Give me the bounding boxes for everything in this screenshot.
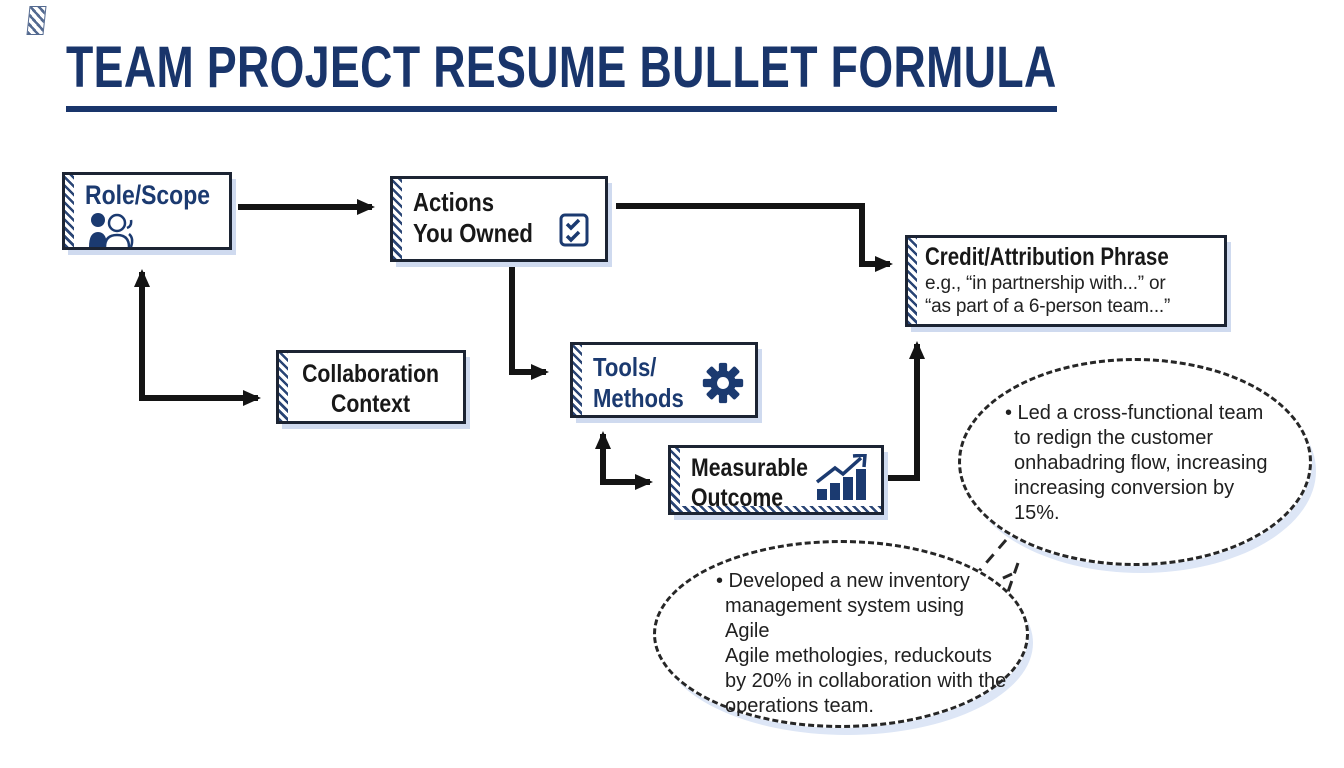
hatch-edge (65, 175, 74, 247)
hatch-edge (671, 506, 881, 512)
bubble-right-text: • Led a cross-functional team to redign … (1005, 402, 1268, 524)
people-icon (89, 213, 134, 248)
actions-label: Actions You Owned (413, 187, 533, 248)
arrow-role-collaboration-elbow (134, 269, 261, 406)
credit-example-2: “as part of a 6-person team...” (925, 296, 1171, 317)
box-tools-methods: Tools/ Methods (570, 342, 758, 418)
outcome-label: Measurable Outcome (691, 454, 808, 512)
box-role-scope: Role/Scope (62, 172, 232, 250)
credit-title: Credit/Attribution Phrase (925, 243, 1169, 271)
role-scope-label: Role/Scope (85, 180, 210, 210)
example-bullet-bubble-bottom: • Developed a new inventory management s… (653, 540, 1029, 728)
collaboration-label: Collaboration Context (302, 360, 440, 418)
example-bullet-bubble-right: • Led a cross-functional team to redign … (958, 358, 1312, 566)
arrow-actions-to-credit (616, 203, 893, 272)
hatch-edge (573, 345, 582, 415)
arrow-tools-outcome-elbow (595, 431, 653, 490)
hatch-edge (279, 353, 288, 421)
box-credit-attribution: Credit/Attribution Phrase e.g., “in part… (905, 235, 1227, 327)
credit-example-1: e.g., “in partnership with...” or (925, 273, 1166, 294)
box-measurable-outcome: Measurable Outcome (668, 445, 884, 515)
page-title: TEAM PROJECT RESUME BULLET FORMULA (66, 38, 1057, 113)
corner-hatch-mark (26, 6, 47, 35)
checklist-icon (559, 213, 589, 247)
arrow-actions-to-tools (509, 264, 549, 380)
hatch-edge (908, 238, 917, 324)
tools-label: Tools/ Methods (593, 352, 684, 413)
page-title-wrap: TEAM PROJECT RESUME BULLET FORMULA (66, 38, 1344, 113)
gear-icon (702, 362, 744, 404)
bar-chart-growth-icon (815, 454, 867, 500)
hatch-edge (671, 448, 680, 512)
box-actions-you-owned: Actions You Owned (390, 176, 608, 262)
bubble-bottom-text: • Developed a new inventory management s… (716, 570, 1007, 717)
hatch-edge (393, 179, 402, 259)
box-collaboration-context: Collaboration Context (276, 350, 466, 424)
arrow-outcome-to-credit (884, 341, 925, 481)
